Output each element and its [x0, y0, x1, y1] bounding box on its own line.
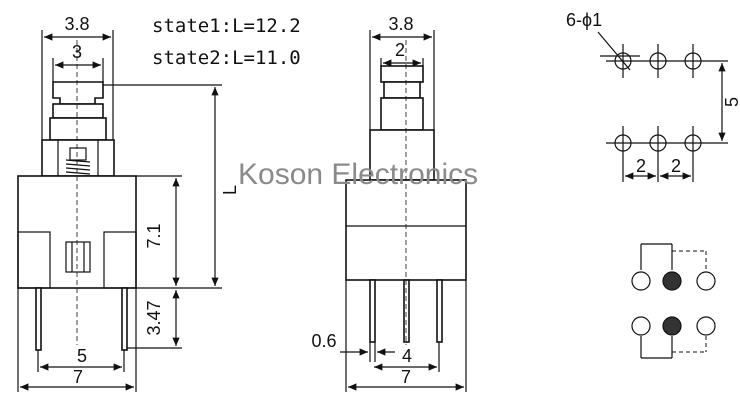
front-dim-width: 7	[73, 367, 83, 387]
front-dim-pin-length: 3.47	[144, 300, 164, 335]
contact-schematic	[631, 243, 716, 359]
contact-top-right	[696, 271, 716, 291]
side-pin-1	[369, 279, 376, 343]
state2-label: state2:L=11.0	[152, 47, 301, 69]
front-pin-right	[121, 287, 128, 351]
pcb-dim-pitch-left: 2	[636, 156, 646, 176]
contact-top-left	[631, 271, 651, 291]
side-view: 3.8 2 0.6 4 7	[311, 14, 467, 392]
front-plunger-neck	[52, 103, 104, 119]
front-dim-L: L	[220, 185, 240, 195]
pcb-dim-row-spacing: 5	[722, 97, 740, 107]
side-plunger-stem	[380, 97, 424, 131]
front-body-right-tab	[103, 231, 137, 289]
contact-top-common	[662, 271, 682, 291]
front-dim-pin-spacing: 5	[77, 346, 87, 366]
side-dim-pin-pitch: 4	[402, 346, 412, 366]
front-dim-body-height: 7.1	[144, 223, 164, 248]
pcb-dim-pitch-right: 2	[671, 156, 681, 176]
front-body-left-tab	[17, 231, 51, 289]
front-dim-top-outer: 3.8	[64, 14, 89, 34]
front-dim-top-inner: 3	[72, 42, 82, 62]
side-dim-top-outer: 3.8	[388, 14, 413, 34]
front-plunger-collar	[49, 117, 107, 141]
side-dim-top-inner: 2	[395, 40, 405, 60]
front-view: 3.8 3 L 7.1 3.47 5 7	[17, 14, 240, 392]
contact-bottom-right	[696, 316, 716, 336]
contact-bottom-common	[662, 316, 682, 336]
side-pin-3	[436, 279, 443, 343]
front-pin-left	[35, 287, 42, 351]
front-window	[65, 241, 91, 273]
state1-label: state1:L=12.2	[152, 15, 301, 37]
hole-callout: 6-ϕ1	[566, 10, 602, 30]
pcb-hole-layout: 6-ϕ1 5 2 2	[566, 10, 740, 182]
spring	[65, 147, 91, 175]
side-plunger-neck	[383, 81, 421, 99]
side-pin-2	[403, 279, 410, 343]
front-plunger-cap	[52, 81, 104, 105]
front-spring-housing	[41, 139, 115, 177]
side-dim-width: 7	[401, 367, 411, 387]
contact-bottom-left	[631, 316, 651, 336]
watermark: Koson Electronics	[238, 158, 478, 191]
side-dim-pin-thickness: 0.6	[311, 331, 336, 351]
side-plunger-cap	[380, 65, 424, 83]
